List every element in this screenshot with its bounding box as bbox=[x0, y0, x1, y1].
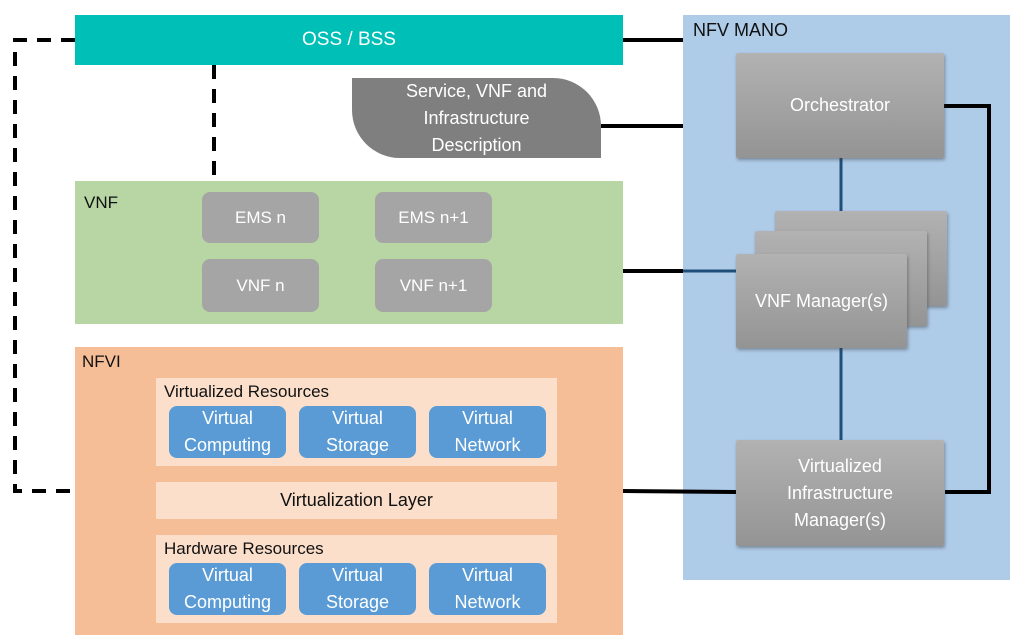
box-line: Computing bbox=[183, 435, 272, 455]
dashed-connector-oss-nfvi bbox=[13, 38, 75, 493]
box-line: Computing bbox=[183, 592, 272, 612]
description-line: Description bbox=[431, 134, 522, 155]
hw-network-box: Virtual Network bbox=[429, 563, 546, 615]
service-description-block: Service, VNF and Infrastructure Descript… bbox=[352, 78, 601, 158]
virtual-network-box: Virtual Network bbox=[429, 406, 546, 458]
oss-bss-block: OSS / BSS bbox=[75, 15, 623, 65]
box-line: Virtual bbox=[332, 565, 383, 585]
nfvi-title: NFVI bbox=[82, 352, 121, 371]
box-line: Virtual bbox=[202, 565, 253, 585]
vnf-n1-label: VNF n+1 bbox=[399, 275, 468, 295]
hw-storage-box: Virtual Storage bbox=[299, 563, 416, 615]
box-line: Storage bbox=[325, 592, 390, 612]
orchestrator-box: Orchestrator bbox=[736, 53, 944, 158]
box-line: Storage bbox=[325, 435, 390, 455]
virtualized-resources-title: Virtualized Resources bbox=[164, 382, 330, 401]
connector-nfvi-vim bbox=[622, 489, 737, 494]
vnf-manager-box: VNF Manager(s) bbox=[736, 254, 907, 348]
ems-n-box: EMS n bbox=[202, 192, 319, 243]
vim-box: Virtualized Infrastructure Manager(s) bbox=[736, 440, 944, 546]
box-line: Virtual bbox=[332, 408, 383, 428]
vnf-title: VNF bbox=[84, 193, 118, 212]
oss-bss-label: OSS / BSS bbox=[302, 29, 396, 50]
hardware-resources-title: Hardware Resources bbox=[164, 539, 324, 558]
vim-line: Manager(s) bbox=[793, 509, 887, 530]
box-line: Network bbox=[454, 435, 521, 455]
vnf-manager-label: VNF Manager(s) bbox=[754, 290, 889, 311]
hw-computing-box: Virtual Computing bbox=[169, 563, 286, 615]
mano-title: NFV MANO bbox=[693, 20, 789, 40]
connector-orch-vim bbox=[944, 104, 991, 494]
vnf-block: VNF EMS n VNF n EMS n+1 VNF n+1 bbox=[75, 181, 623, 324]
virtual-computing-box: Virtual Computing bbox=[169, 406, 286, 458]
virtualization-layer-band: Virtualization Layer bbox=[156, 482, 557, 519]
description-line: Infrastructure bbox=[423, 107, 530, 128]
virtualized-resources-band: Virtualized Resources Virtual Computing … bbox=[156, 378, 557, 466]
ems-n1-box: EMS n+1 bbox=[375, 192, 492, 243]
ems-n1-label: EMS n+1 bbox=[398, 207, 469, 227]
vnf-n1-box: VNF n+1 bbox=[375, 259, 492, 312]
virtualization-layer-label: Virtualization Layer bbox=[280, 490, 433, 510]
nfvi-block: NFVI Virtualized Resources Virtual Compu… bbox=[75, 347, 623, 635]
ems-n-label: EMS n bbox=[234, 207, 287, 227]
orchestrator-label: Orchestrator bbox=[789, 95, 891, 115]
hardware-resources-band: Hardware Resources Virtual Computing Vir… bbox=[156, 535, 557, 623]
virtual-storage-box: Virtual Storage bbox=[299, 406, 416, 458]
vim-line: Infrastructure bbox=[786, 482, 894, 503]
box-line: Network bbox=[454, 592, 521, 612]
vnf-n-box: VNF n bbox=[202, 259, 319, 312]
box-line: Virtual bbox=[202, 408, 253, 428]
vim-line: Virtualized bbox=[798, 455, 882, 476]
vnf-n-label: VNF n bbox=[236, 275, 285, 295]
box-line: Virtual bbox=[462, 565, 513, 585]
box-line: Virtual bbox=[462, 408, 513, 428]
description-line: Service, VNF and bbox=[405, 80, 548, 101]
